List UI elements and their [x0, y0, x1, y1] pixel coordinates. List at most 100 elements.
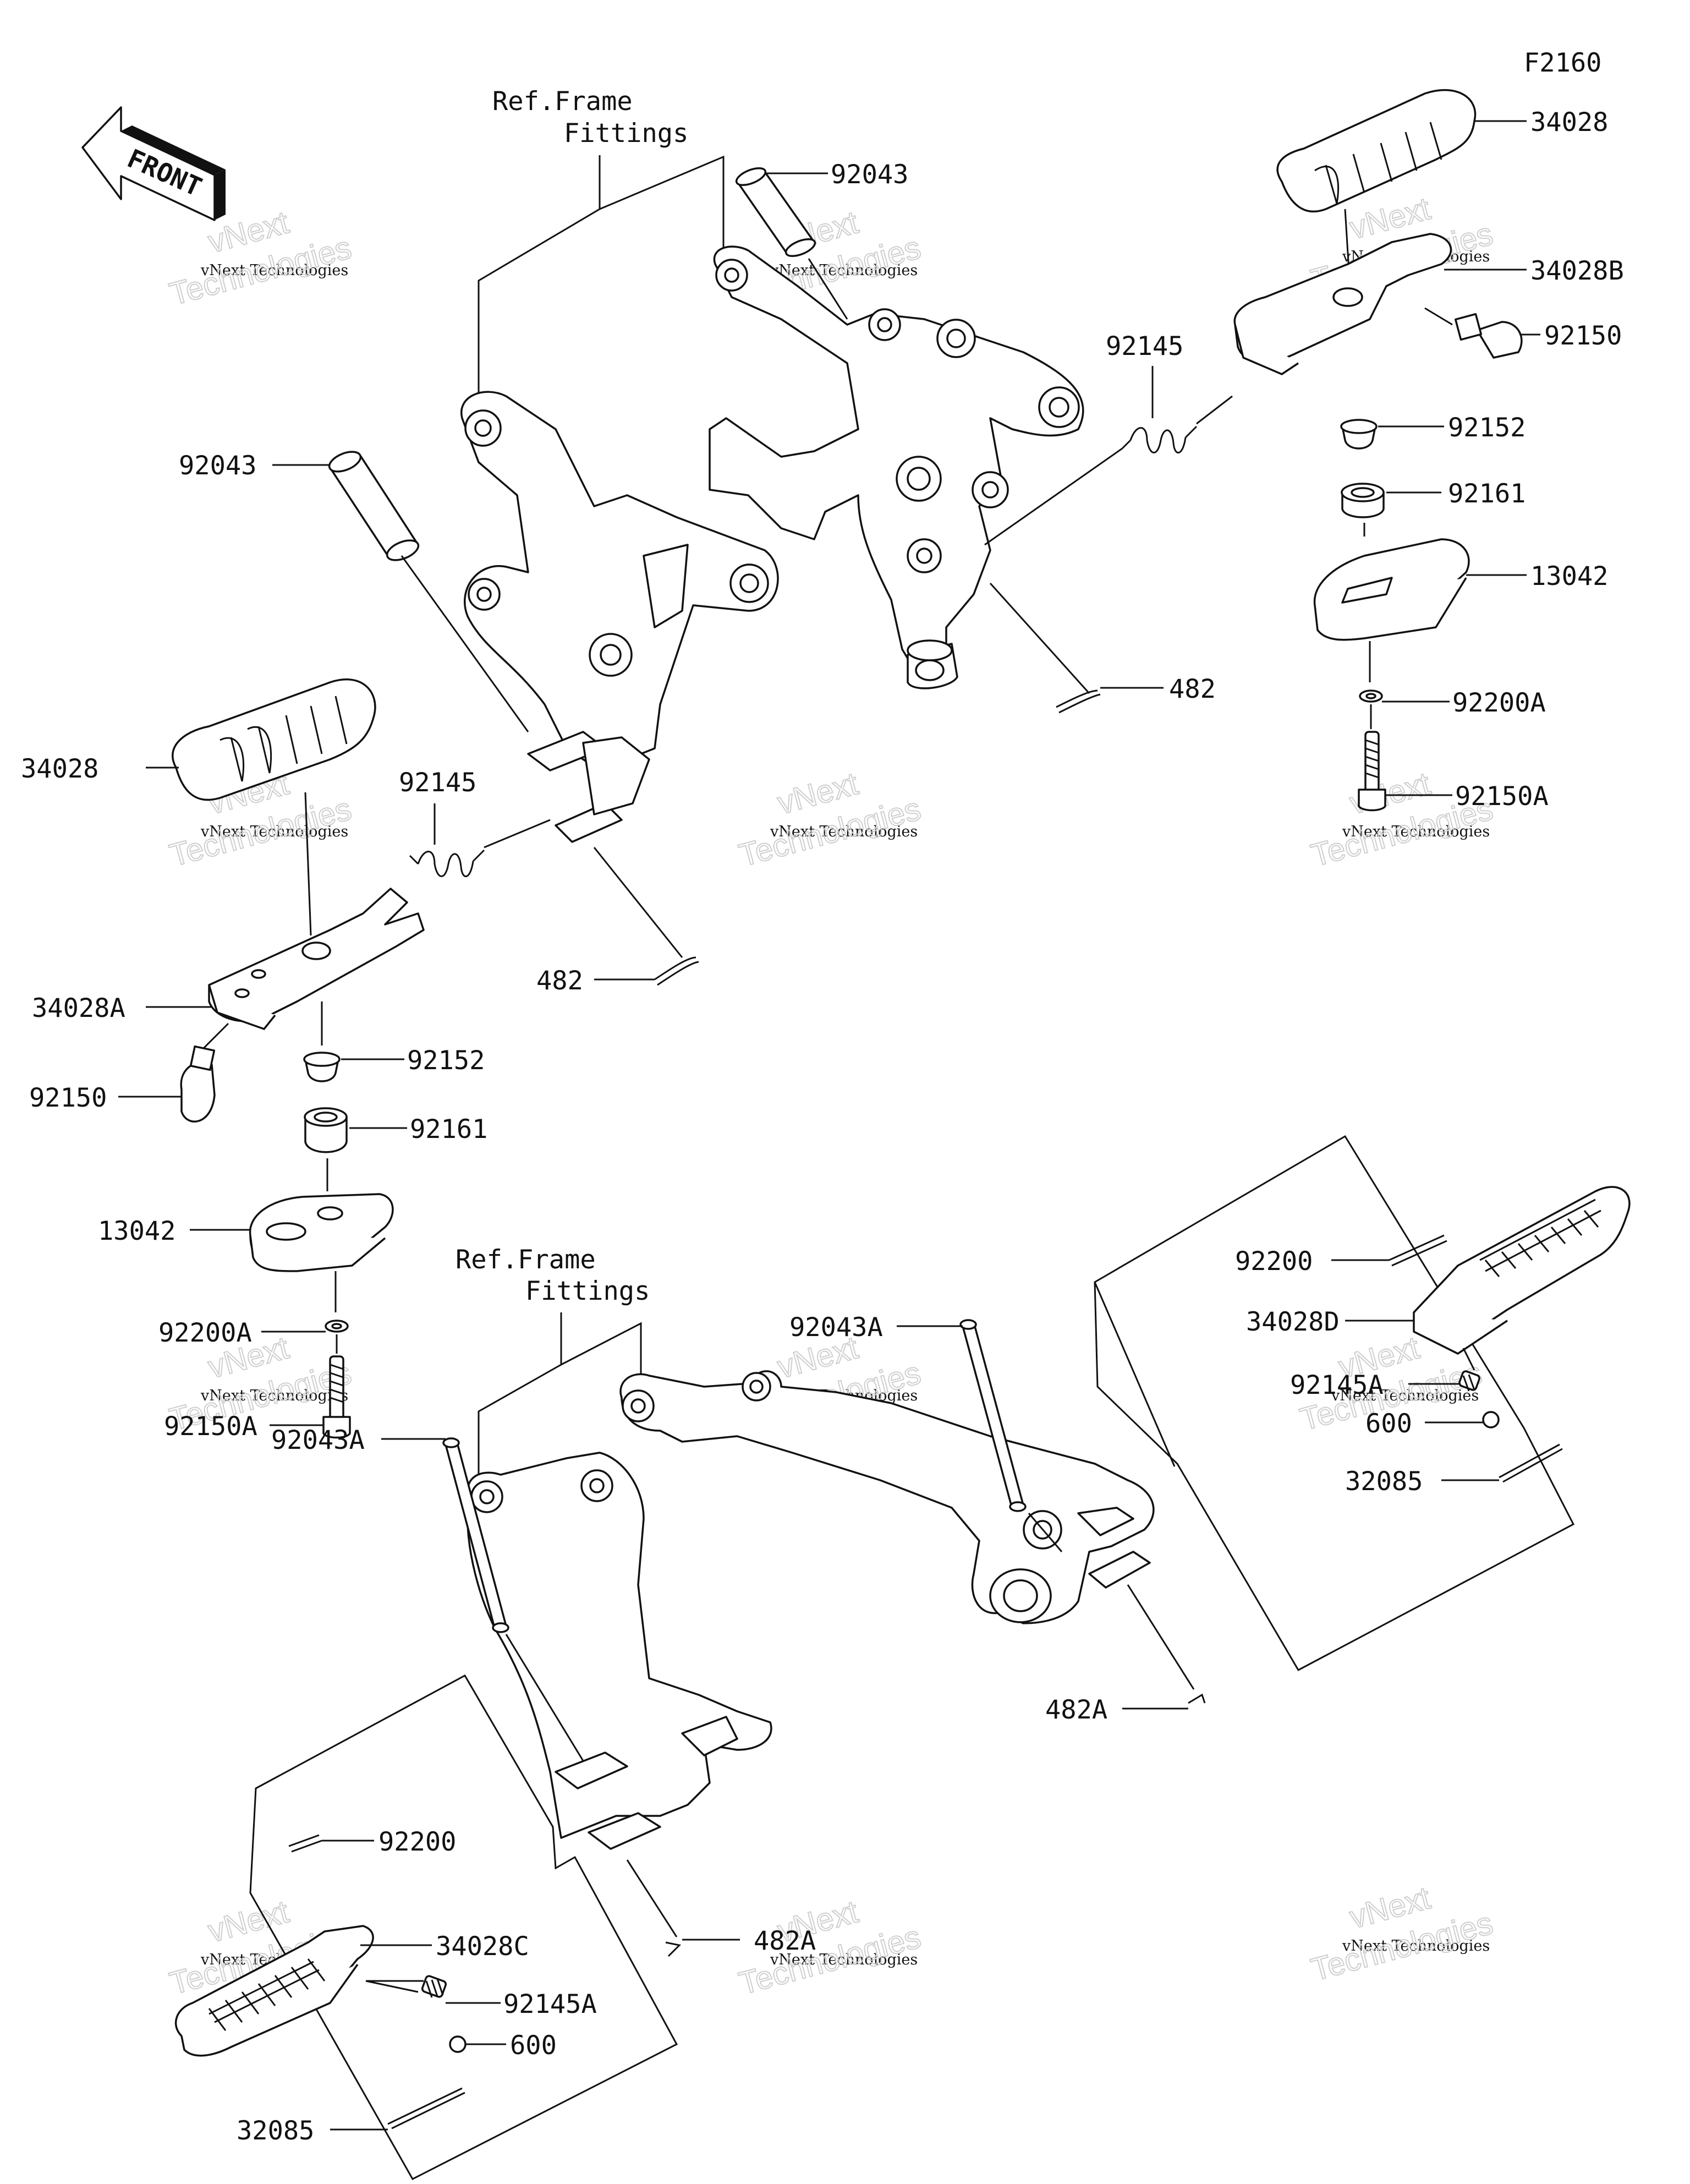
svg-text:vNext Technologies: vNext Technologies — [1342, 823, 1490, 840]
ball-600-left — [449, 2035, 467, 2053]
part-label-13042: 13042 — [1530, 561, 1608, 592]
part-label-92043A: 92043A — [789, 1312, 883, 1343]
part-label-32085: 32085 — [237, 2116, 314, 2146]
cotter-pin-482-left — [654, 956, 699, 986]
rubber-footpeg-34028-right — [1276, 89, 1477, 213]
adjust-bolt-92150-right — [1454, 313, 1523, 359]
assembly-box-right — [1094, 1135, 1575, 1671]
ref-frame-leader — [478, 1312, 562, 1475]
part-label-92150A: 92150A — [1455, 781, 1549, 812]
svg-text:vNext Technologies: vNext Technologies — [200, 262, 348, 279]
pivot-pin-92043A-right — [959, 1319, 1027, 1512]
part-label-92150: 92150 — [1544, 321, 1622, 351]
footpeg-34028C — [175, 1925, 374, 2057]
part-label-92043A: 92043A — [271, 1425, 365, 1455]
ref-frame-leader — [561, 1322, 642, 1392]
part-label-34028B: 34028B — [1530, 256, 1624, 286]
part-label-92145: 92145 — [1106, 331, 1183, 362]
part-label-92161: 92161 — [410, 1114, 487, 1145]
ref-frame-fittings-label: Fittings — [525, 1276, 650, 1306]
part-label-34028D: 34028D — [1246, 1307, 1340, 1337]
top-left-assembly: Ref.Frame Fittings 92043 — [21, 86, 779, 1442]
spring-92145-left — [409, 849, 485, 878]
svg-text:vNext Technologies: vNext Technologies — [1342, 1937, 1490, 1955]
washer-92200A-left — [325, 1320, 349, 1333]
balance-weight-13042-right — [1313, 538, 1470, 641]
washer-92200-right — [1389, 1234, 1447, 1267]
rubber-footpeg-34028-left — [172, 678, 376, 801]
svg-text:vNext Technologies: vNext Technologies — [770, 823, 918, 840]
footrest-bracket-left — [460, 391, 779, 843]
part-label-92145A: 92145A — [1290, 1370, 1384, 1400]
ref-frame-fittings-label: Fittings — [564, 118, 688, 149]
svg-text:vNext Technologies: vNext Technologies — [770, 262, 918, 279]
part-label-92161: 92161 — [1448, 479, 1526, 509]
part-label-600: 600 — [510, 2030, 557, 2061]
svg-text:vNext Technologies: vNext Technologies — [200, 1387, 348, 1404]
part-label-92145A: 92145A — [503, 1989, 597, 2019]
part-label-34028: 34028 — [1530, 107, 1608, 138]
top-right-assembly: 92043 34028 34028B 92145 — [709, 89, 1624, 812]
part-label-482: 482 — [536, 966, 583, 996]
plate-32085-left — [387, 2087, 465, 2130]
svg-text:vNext Technologies: vNext Technologies — [770, 1951, 918, 1968]
spring-92145A-right — [1458, 1370, 1480, 1392]
part-label-34028A: 34028A — [32, 993, 125, 1023]
footrest-bracket-right — [709, 245, 1084, 689]
adjust-bolt-92150-left — [180, 1045, 216, 1123]
part-label-34028: 34028 — [21, 754, 98, 784]
rear-footrest-bracket-right — [619, 1370, 1155, 1624]
damper-92161-left — [304, 1107, 348, 1153]
balance-weight-13042-left — [249, 1193, 394, 1272]
part-label-92200A: 92200A — [1452, 688, 1546, 718]
footpeg-holder-34028B-right — [1233, 233, 1452, 375]
part-label-34028C: 34028C — [436, 1931, 529, 1962]
part-label-482: 482 — [1169, 674, 1216, 704]
part-label-92043: 92043 — [831, 160, 908, 190]
part-label-92150A: 92150A — [164, 1411, 257, 1442]
part-label-92200: 92200 — [1235, 1246, 1313, 1277]
part-label-92200: 92200 — [378, 1827, 456, 1857]
part-label-92043: 92043 — [179, 451, 256, 481]
bolt-92150A-left — [322, 1355, 351, 1439]
svg-text:vNext Technologies: vNext Technologies — [1331, 1387, 1479, 1404]
part-label-92152: 92152 — [1448, 413, 1526, 443]
ref-frame-label: Ref.Frame — [492, 86, 633, 117]
collar-92152-right — [1340, 419, 1378, 450]
pivot-pin-92043-left — [328, 451, 420, 561]
spring-92145A-left — [421, 1975, 447, 1998]
plate-32085-right — [1499, 1443, 1563, 1483]
pivot-pin-92043A-left — [442, 1437, 509, 1633]
bolt-92150A-right — [1358, 731, 1386, 812]
ref-frame-leader — [599, 155, 725, 210]
washer-92200-left — [288, 1834, 322, 1853]
part-label-600: 600 — [1365, 1409, 1412, 1439]
part-label-92200A: 92200A — [158, 1318, 252, 1348]
cotter-pin-482-right — [1056, 689, 1101, 714]
footpeg-knurl-pattern — [1479, 1198, 1601, 1277]
footpeg-knurl-pattern — [208, 1958, 326, 2031]
part-label-32085: 32085 — [1345, 1466, 1423, 1497]
figure-code: F2160 — [1524, 48, 1601, 78]
part-label-482A: 482A — [1045, 1695, 1107, 1725]
bottom-right-assembly: 92043A 92200 34028D 92145A — [619, 1135, 1631, 1725]
part-label-13042: 13042 — [98, 1216, 175, 1246]
footpeg-34028D — [1413, 1186, 1631, 1355]
ball-600-right — [1482, 1411, 1500, 1428]
rear-footrest-bracket-left — [467, 1452, 772, 1850]
collar-92152-left — [303, 1052, 341, 1082]
damper-92161-right — [1341, 483, 1385, 518]
front-arrow-icon: FRONT — [81, 106, 226, 221]
part-label-482A: 482A — [754, 1926, 816, 1956]
cotter-pin-482A-right — [1188, 1693, 1206, 1704]
bottom-left-assembly: Ref.Frame Fittings 92043A — [175, 1245, 816, 2180]
cotter-pin-482A-left — [665, 1941, 682, 1957]
footpeg-holder-34028A-left — [208, 888, 425, 1030]
part-label-92152: 92152 — [407, 1046, 485, 1076]
pivot-pin-92043-right — [735, 167, 816, 258]
